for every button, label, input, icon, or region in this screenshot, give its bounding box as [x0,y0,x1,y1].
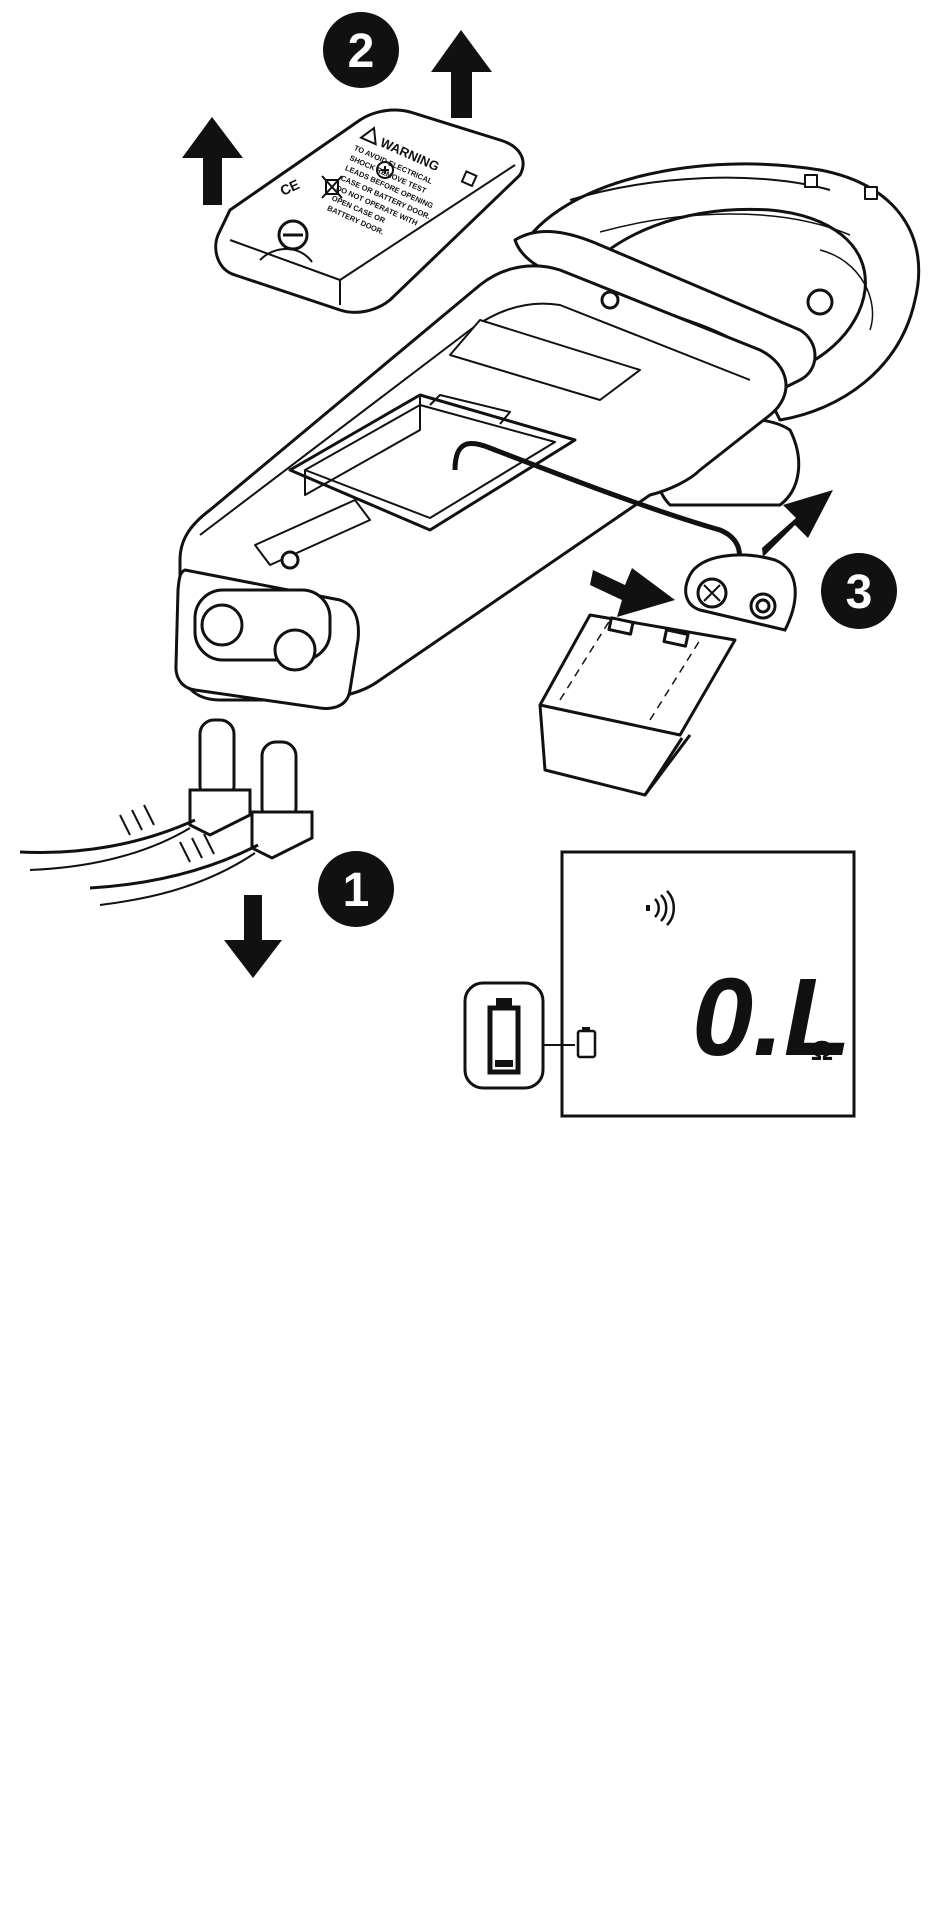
battery-icon-callout [465,983,575,1088]
weee-bin-icon [322,176,342,198]
step1-arrow-down-icon [224,895,282,978]
step-badge-1: 1 [318,851,394,927]
step3-arrow-right-icon [590,568,675,617]
battery-snap-clip [686,555,796,630]
step-number-2: 2 [348,25,375,78]
step2-arrow-up-left-icon [182,117,243,205]
test-leads [20,720,312,905]
lcd-unit: Ω [811,1035,833,1066]
battery-9v [540,615,735,795]
input-jack-v [275,630,315,670]
input-jack-com [202,605,242,645]
low-battery-icon [578,1027,595,1057]
battery-enlarged-icon [490,998,518,1072]
step2-arrow-up-right-icon [431,30,492,118]
lcd-display: 0.L Ω [562,852,854,1116]
step-badge-2: 2 [323,12,399,88]
step-badge-3: 3 [821,553,897,629]
step-number-3: 3 [846,566,873,619]
battery-cover: WARNING TO AVOID ELECTRICAL SHOCK REMOVE… [216,110,523,312]
step-number-1: 1 [343,864,370,917]
